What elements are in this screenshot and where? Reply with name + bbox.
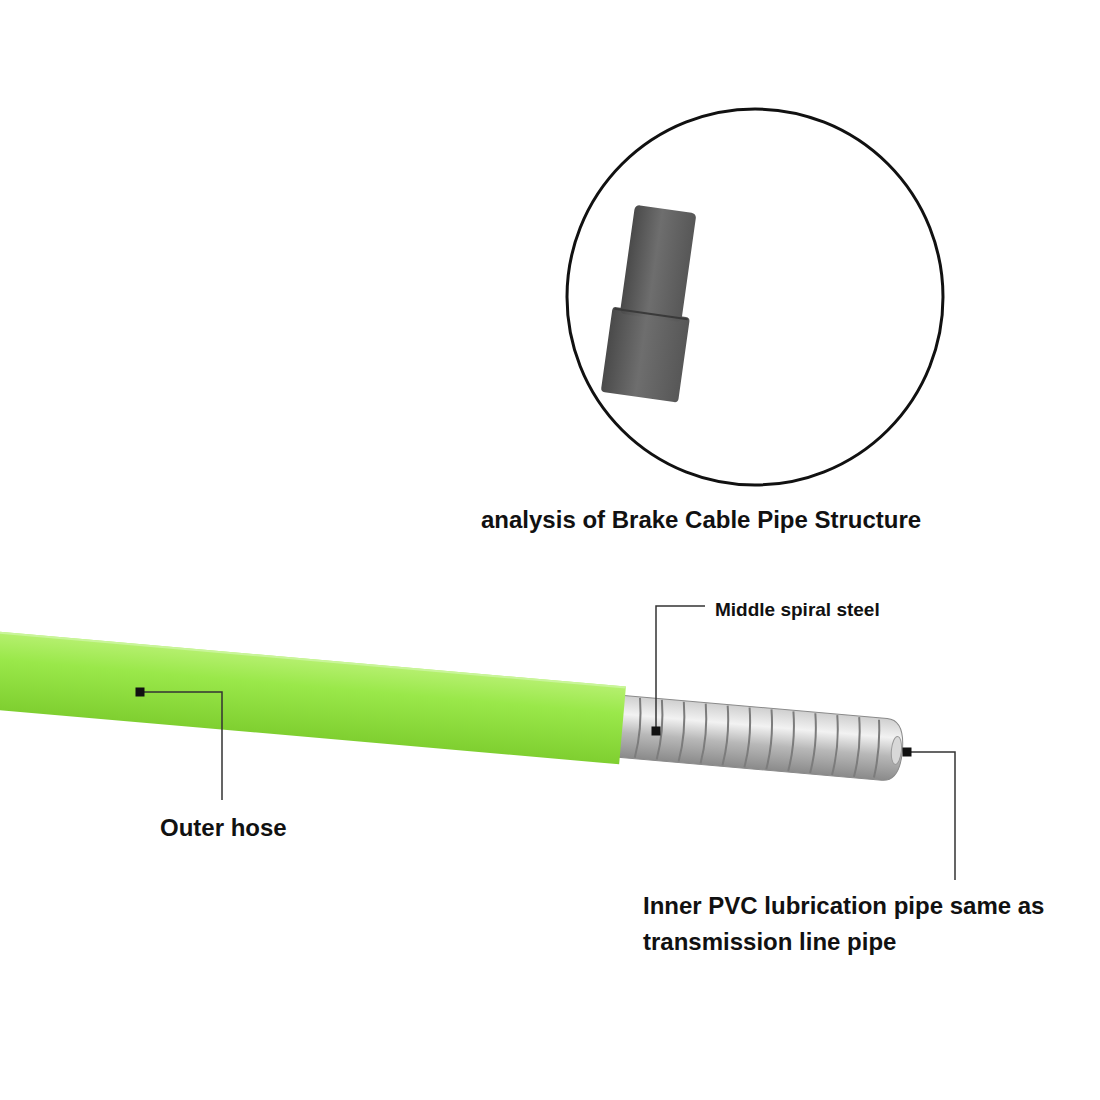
part-label: Inner PVC lubrication pipe same as trans… <box>643 888 1088 960</box>
brake-cable <box>0 630 906 788</box>
ferrule-cap <box>601 204 705 403</box>
detail-circle <box>567 109 943 485</box>
part-label: Outer hose <box>160 810 287 846</box>
leader-markers <box>136 688 912 757</box>
heading-title: analysis of Brake Cable Pipe Structure <box>481 502 921 538</box>
leader-lines <box>140 606 955 880</box>
part-label: Middle spiral steel <box>715 595 880 624</box>
